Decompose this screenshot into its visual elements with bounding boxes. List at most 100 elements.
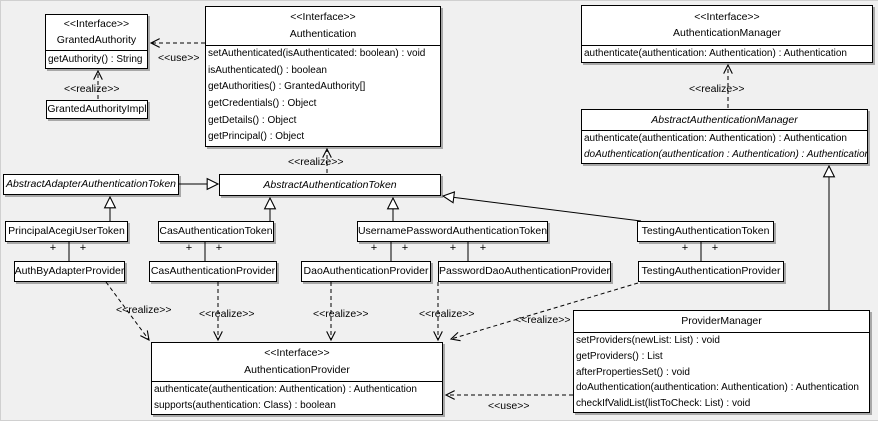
class-name: CasAuthenticationToken (159, 225, 273, 237)
edge-label-realize-auth-by-adapter: <<realize>> (116, 304, 172, 316)
class-name-compartment: AbstractAuthenticationManager (582, 110, 867, 130)
class-method-compartment: authenticate(authentication: Authenticat… (582, 45, 872, 62)
class-name-compartment: UsernamePasswordAuthenticationToken (358, 222, 547, 241)
class-method: getProviders() : List (576, 350, 663, 362)
class-name: PasswordDaoAuthenticationProvider (439, 265, 610, 277)
edge-label-realize-authentication-manager: <<realize>> (689, 83, 745, 95)
association-end-plus-mark: + (215, 242, 223, 254)
class-principal-acegi-user-token[interactable]: PrincipalAcegiUserToken (5, 221, 128, 242)
class-name: AbstractAuthenticationManager (651, 113, 798, 126)
class-name: UsernamePasswordAuthenticationToken (358, 225, 547, 237)
class-name: GrantedAuthority (56, 33, 137, 46)
class-auth-by-adapter-provider[interactable]: AuthByAdapterProvider (14, 261, 125, 282)
class-abstract-authentication-token[interactable]: AbstractAuthenticationToken (219, 174, 441, 196)
class-name: DaoAuthenticationProvider (303, 265, 429, 277)
class-method: doAuthentication(authentication : Authen… (584, 149, 867, 160)
association-end-plus-mark: + (711, 242, 719, 254)
class-name-compartment: DaoAuthenticationProvider (302, 262, 430, 281)
association-end-plus-mark: + (479, 242, 487, 254)
class-method: getDetails() : Object (208, 114, 297, 126)
class-name-compartment: TestingAuthenticationProvider (639, 262, 783, 281)
class-name: TestingAuthenticationToken (641, 225, 770, 237)
class-cas-authentication-provider[interactable]: CasAuthenticationProvider (149, 261, 277, 282)
class-name-compartment: AbstractAuthenticationToken (220, 175, 440, 195)
class-stereotype: <<Interface>> (264, 347, 330, 360)
class-name-compartment: PasswordDaoAuthenticationProvider (439, 262, 610, 281)
edge-label-realize-authentication: <<realize>> (288, 156, 344, 168)
class-abstract-adapter-authentication-token[interactable]: AbstractAdapterAuthenticationToken (3, 174, 179, 195)
class-testing-authentication-provider[interactable]: TestingAuthenticationProvider (638, 261, 784, 282)
edge-label-realize-cas: <<realize>> (199, 308, 255, 320)
class-method: getCredentials() : Object (208, 97, 317, 109)
class-method: getPrincipal() : Object (208, 131, 305, 143)
edge-label-realize-dao: <<realize>> (313, 308, 369, 320)
class-method: authenticate(authentication: Authenticat… (584, 48, 847, 59)
class-abstract-authentication-manager[interactable]: AbstractAuthenticationManager authenticat… (581, 109, 868, 164)
association-end-plus-mark: + (185, 242, 193, 254)
class-name-compartment: GrantedAuthorityImpl (47, 101, 147, 118)
association-end-plus-mark: + (370, 242, 378, 254)
class-name-compartment: <<Interface>> AuthenticationProvider (152, 343, 442, 381)
class-name-compartment: CasAuthenticationToken (159, 222, 273, 241)
class-name-compartment: TestingAuthenticationToken (638, 222, 773, 241)
class-testing-authentication-token[interactable]: TestingAuthenticationToken (637, 221, 774, 242)
class-stereotype: <<Interface>> (63, 18, 130, 31)
association-end-plus-mark: + (401, 242, 409, 254)
class-method: checkIfValidList(listToCheck: List) : vo… (576, 398, 751, 410)
class-name: PrincipalAcegiUserToken (8, 225, 125, 237)
class-method: getAuthority() : String (48, 54, 143, 65)
class-method: isAuthenticated() : boolean (208, 64, 327, 76)
class-provider-manager[interactable]: ProviderManager setProviders(newList: Lis… (573, 310, 870, 413)
edge-label-realize-password-dao: <<realize>> (419, 308, 475, 320)
edge-gen-testing-to-abstracttoken (443, 196, 642, 222)
class-granted-authority[interactable]: <<Interface>> GrantedAuthority getAuthorit… (45, 14, 148, 69)
class-stereotype: <<Interface>> (694, 10, 760, 23)
class-name: AuthenticationManager (673, 27, 781, 40)
class-method: supports(authentication: Class) : boolea… (154, 400, 336, 411)
class-name-compartment: AbstractAdapterAuthenticationToken (4, 175, 178, 194)
edge-label-use-granted-authority: <<use>> (158, 52, 200, 64)
class-name-compartment: CasAuthenticationProvider (150, 262, 276, 281)
class-password-dao-authentication-provider[interactable]: PasswordDaoAuthenticationProvider (438, 261, 611, 282)
class-method: setProviders(newList: List) : void (576, 335, 720, 346)
class-name-compartment: <<Interface>> GrantedAuthority (46, 15, 147, 50)
class-authentication-manager[interactable]: <<Interface>> AuthenticationManager authen… (581, 5, 873, 63)
class-name: TestingAuthenticationProvider (641, 265, 781, 277)
association-end-plus-mark: + (681, 242, 689, 254)
class-authentication[interactable]: <<Interface>> Authentication setAuthentica… (205, 6, 441, 147)
class-method: doAuthentication(authentication: Authent… (576, 382, 859, 394)
class-name-compartment: ProviderManager (574, 311, 869, 332)
association-end-plus-mark: + (79, 242, 87, 254)
class-name: GrantedAuthorityImpl (47, 103, 147, 115)
class-name-compartment: PrincipalAcegiUserToken (6, 222, 127, 241)
class-name-compartment: AuthByAdapterProvider (15, 262, 124, 281)
class-name: AbstractAdapterAuthenticationToken (5, 178, 177, 190)
class-method: setAuthenticated(isAuthenticated: boolea… (208, 48, 426, 59)
class-method-compartment: setProviders(newList: List) : void getPro… (574, 332, 869, 412)
class-method-compartment: getAuthority() : String (46, 50, 147, 68)
class-name-compartment: <<Interface>> AuthenticationManager (582, 6, 872, 45)
class-granted-authority-impl[interactable]: GrantedAuthorityImpl (46, 100, 148, 119)
class-method: afterPropertiesSet() : void (576, 366, 690, 378)
class-name: Authentication (289, 27, 357, 40)
class-name: ProviderManager (681, 315, 762, 327)
edge-label-realize-testing: <<realize>> (515, 314, 571, 326)
association-end-plus-mark: + (449, 242, 457, 254)
class-name-compartment: <<Interface>> Authentication (206, 7, 440, 45)
class-name: CasAuthenticationProvider (150, 265, 276, 277)
class-name: AuthenticationProvider (244, 363, 350, 376)
class-method-compartment: authenticate(authentication: Authenticat… (152, 381, 442, 414)
class-name: AuthByAdapterProvider (15, 265, 124, 277)
class-method: authenticate(authentication: Authenticat… (584, 133, 847, 144)
class-stereotype: <<Interface>> (290, 11, 356, 24)
association-end-plus-mark: + (49, 242, 57, 254)
class-name: AbstractAuthenticationToken (263, 178, 397, 191)
class-authentication-provider[interactable]: <<Interface>> AuthenticationProvider authe… (151, 342, 443, 415)
class-dao-authentication-provider[interactable]: DaoAuthenticationProvider (301, 261, 431, 282)
class-method-compartment: setAuthenticated(isAuthenticated: boolea… (206, 45, 440, 146)
edge-label-use-authentication-provider: <<use>> (488, 400, 530, 412)
class-cas-authentication-token[interactable]: CasAuthenticationToken (158, 221, 274, 242)
class-username-password-authentication-token[interactable]: UsernamePasswordAuthenticationToken (357, 221, 548, 242)
class-method-compartment: authenticate(authentication: Authenticat… (582, 130, 867, 163)
